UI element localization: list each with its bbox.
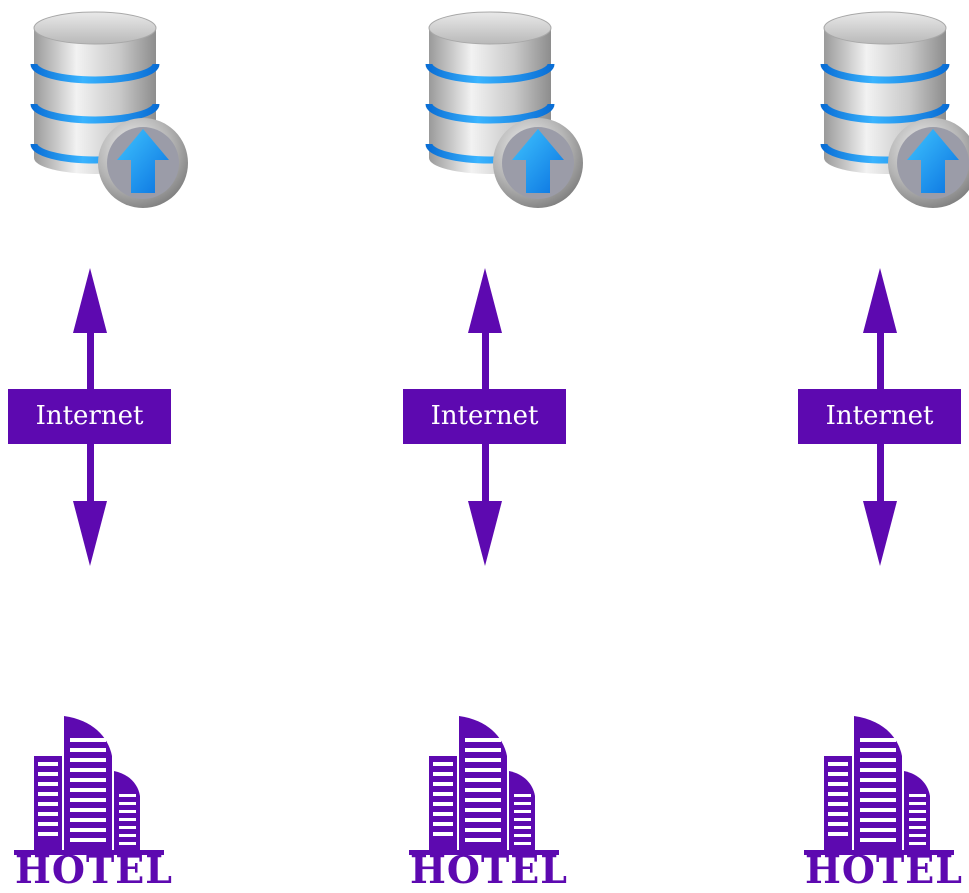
database-upload-icon — [818, 8, 969, 208]
hotel-building-icon: HOTEL — [409, 716, 569, 893]
database-upload-icon — [423, 8, 588, 208]
database-upload-icon — [28, 8, 193, 208]
internet-connection-label: Internet — [403, 389, 566, 444]
internet-connection-label: Internet — [8, 389, 171, 444]
hotel-building-icon: HOTEL — [804, 716, 964, 893]
internet-connection-label: Internet — [798, 389, 961, 444]
hotel-building-icon: HOTEL — [14, 716, 174, 893]
diagram-column-3: Internet — [790, 0, 969, 893]
hotel-label: HOTEL — [805, 847, 963, 892]
hotel-label: HOTEL — [410, 847, 568, 892]
hotel-label: HOTEL — [15, 847, 173, 892]
diagram-column-2: Internet — [395, 0, 595, 893]
diagram-column-1: Internet — [0, 0, 200, 893]
